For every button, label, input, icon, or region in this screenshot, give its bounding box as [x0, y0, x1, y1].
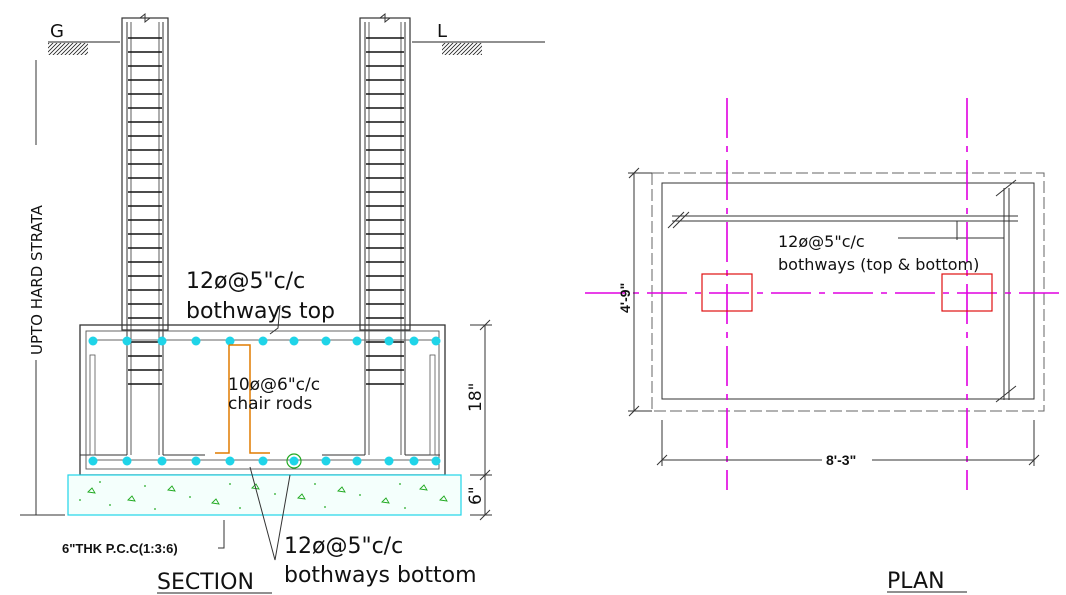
ground-label-g: G	[50, 21, 64, 42]
section-view: G L UPTO HARD STRATA	[20, 12, 545, 595]
plan-column-left	[701, 273, 753, 312]
plan-width-label: 4'-9"	[617, 283, 633, 313]
rebar-dot	[225, 456, 235, 466]
top-bars-leader	[269, 304, 281, 335]
rebar-dot	[191, 336, 201, 346]
footing-outline	[651, 172, 1045, 412]
bottom-bars-label: 12ø@5"c/c	[284, 534, 403, 559]
rebar-dot	[225, 336, 235, 346]
footing-depth-label: 18"	[466, 383, 486, 412]
right-column	[322, 12, 440, 456]
ground-left	[48, 41, 120, 55]
rebar-dot	[352, 336, 362, 346]
chair-bars-label: 10ø@6"c/c	[228, 375, 320, 395]
chair-rod	[215, 344, 270, 454]
left-column	[80, 12, 205, 456]
plan-title: PLAN	[887, 569, 945, 594]
rebar-dot	[122, 336, 132, 346]
plan-rebar	[667, 179, 1018, 403]
bottom-bars-leader	[249, 466, 291, 561]
rebar-dot	[431, 336, 441, 346]
ground-right	[412, 41, 545, 55]
plan-width-dimension	[628, 167, 652, 417]
rebar-dot	[88, 456, 98, 466]
pcc-bed	[67, 474, 462, 516]
bottom-bars-note: bothways bottom	[284, 563, 477, 588]
rebar-dot	[409, 336, 419, 346]
ground-label-l: L	[437, 21, 447, 42]
strata-label: UPTO HARD STRATA	[28, 204, 46, 355]
rebar-dot	[258, 336, 268, 346]
rebar-dot	[157, 336, 167, 346]
rebar-dot	[122, 456, 132, 466]
depth-dimension	[470, 319, 492, 521]
rebar-dot	[321, 456, 331, 466]
top-rebar-row	[88, 336, 441, 346]
pcc-leader	[218, 520, 225, 549]
rebar-dot	[409, 456, 419, 466]
rebar-dot	[384, 456, 394, 466]
footing-inner	[661, 182, 1035, 400]
centerlines	[585, 98, 1066, 490]
rebar-dot	[157, 456, 167, 466]
bottom-rebar-row	[88, 456, 441, 466]
rebar-dot	[431, 456, 441, 466]
pcc-label: 6"THK P.C.C(1:3:6)	[62, 541, 178, 556]
rebar-dot	[352, 456, 362, 466]
plan-length-label: 8'-3"	[826, 452, 856, 468]
top-bars-label: 12ø@5"c/c	[186, 269, 305, 294]
rebar-dot	[289, 336, 299, 346]
plan-column-right	[941, 273, 993, 312]
rebar-dot	[258, 456, 268, 466]
strata-dimension	[20, 60, 65, 516]
highlighted-rebar	[286, 453, 302, 469]
rebar-dot	[191, 456, 201, 466]
plan-bars-note: bothways (top & bottom)	[778, 255, 979, 274]
plan-bars-label: 12ø@5"c/c	[778, 232, 865, 251]
rebar-dot	[384, 336, 394, 346]
section-title: SECTION	[157, 570, 254, 595]
top-bars-note: bothways top	[186, 299, 335, 324]
chair-note: chair rods	[228, 394, 312, 414]
pcc-depth-label: 6"	[466, 486, 486, 505]
rebar-dot	[321, 336, 331, 346]
plan-view: 12ø@5"c/c bothways (top & bottom) 4'-9" …	[585, 98, 1066, 594]
rebar-dot	[88, 336, 98, 346]
